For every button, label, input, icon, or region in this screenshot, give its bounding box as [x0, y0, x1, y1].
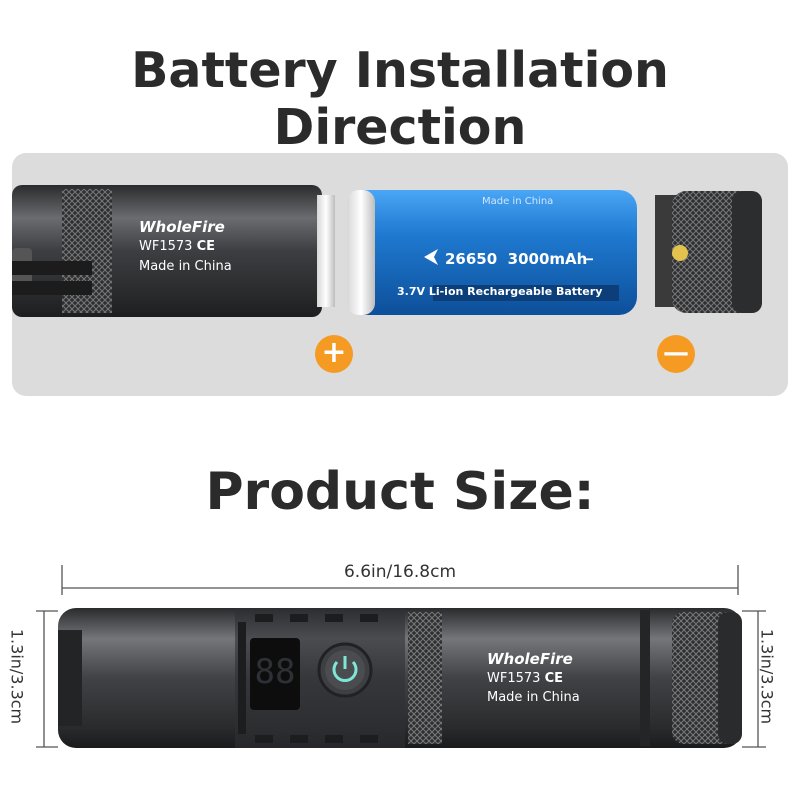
flashlight-head: [12, 185, 335, 317]
battery-installation-panel: WholeFire WF1573 CE Made in China Made i…: [12, 153, 788, 396]
battery-26650: [347, 190, 637, 315]
size-ce-mark: CE: [544, 671, 563, 686]
power-button-icon: [317, 642, 373, 698]
minus-icon: —: [657, 335, 695, 373]
length-label: 6.6in/16.8cm: [343, 562, 457, 582]
size-flashlight-brand-label: WholeFire: [487, 650, 573, 668]
battery-direction-heading: Battery Installation Direction: [131, 42, 669, 156]
diameter-label-left: 1.3in/3.3cm: [7, 628, 27, 725]
flashlight-brand-label: WholeFire: [139, 218, 225, 236]
diameter-label-right: 1.3in/3.3cm: [757, 628, 777, 725]
battery-minus-mark: −: [582, 250, 595, 268]
flashlight-tail-cap: [655, 191, 762, 313]
battery-type-label: 3.7V Li-ion Rechargeable Battery: [397, 285, 603, 298]
flashlight-full: [58, 608, 742, 748]
battery-spec-label: 26650 3000mAh: [445, 250, 588, 268]
flashlight-model-label: WF1573 CE: [139, 239, 215, 254]
ce-mark: CE: [196, 239, 215, 254]
flashlight-origin-label: Made in China: [139, 259, 232, 274]
size-flashlight-model-label: WF1573 CE: [487, 671, 563, 686]
size-flashlight-origin-label: Made in China: [487, 690, 580, 705]
battery-origin-label: Made in China: [482, 196, 554, 207]
diameter-dimension-lines: [36, 610, 766, 748]
digital-display: 88: [254, 652, 296, 692]
plus-icon: +: [315, 335, 353, 373]
product-size-heading: Product Size:: [205, 462, 595, 522]
battery-installation-illustration: [12, 185, 762, 317]
